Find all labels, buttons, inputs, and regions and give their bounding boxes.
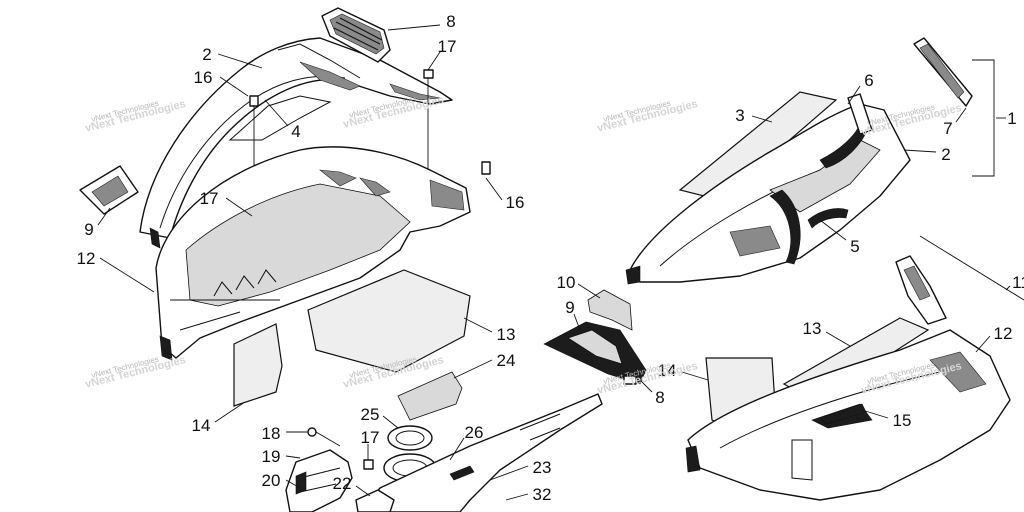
leader-c-16-left — [219, 76, 249, 97]
leader-c-16-right — [485, 177, 503, 201]
callout-c-9-left: 9 — [84, 220, 93, 239]
part-25-ring — [387, 425, 433, 451]
leader-c-14-right — [681, 371, 709, 381]
callout-c-2-left: 2 — [202, 45, 211, 64]
leader-c-5 — [819, 219, 847, 241]
part-4-hood-bracket — [228, 95, 332, 141]
leader-c-17-top — [427, 51, 441, 71]
leader-lines — [97, 24, 1011, 501]
part-7-top-vent — [913, 37, 973, 107]
callout-c-5: 5 — [850, 237, 859, 256]
part-2-hood-right — [625, 103, 911, 285]
leader-c-8-top — [387, 24, 441, 31]
callout-c-6: 6 — [864, 71, 873, 90]
callout-c-32: 32 — [533, 485, 552, 504]
leader-c-14-left — [214, 401, 246, 423]
leader-c-2-left — [217, 53, 263, 69]
callout-c-14-right: 14 — [658, 361, 677, 380]
callout-c-12-left: 12 — [77, 249, 96, 268]
leader-c-2-right — [903, 149, 937, 153]
leader-c-4 — [264, 99, 289, 127]
callout-c-7: 7 — [943, 119, 952, 138]
callout-c-10: 10 — [557, 273, 576, 292]
leader-c-6 — [847, 85, 861, 105]
leader-c-15 — [861, 409, 889, 419]
leader-c-11 — [1005, 285, 1011, 291]
leader-c-12-left — [99, 257, 155, 293]
callout-c-11: 11 — [1012, 273, 1024, 292]
part-2-upper-hood-left — [139, 37, 453, 249]
leader-c-20 — [285, 479, 301, 489]
leader-c-9-right — [573, 313, 581, 331]
leader-c-13-left — [463, 317, 493, 333]
part-23-dash-panel — [359, 393, 603, 512]
assembly-1-bracket — [972, 59, 995, 177]
part-24-gasket — [397, 371, 463, 421]
callout-c-1: 1 — [1007, 109, 1016, 128]
part-16-screw-right — [481, 161, 491, 175]
part-9-small-vent-left — [79, 165, 139, 215]
leader-c-23 — [489, 465, 529, 481]
leader-c-24 — [453, 359, 493, 379]
leader-c-7 — [955, 107, 967, 123]
part-8-screw-right — [623, 375, 637, 385]
callout-c-24: 24 — [497, 351, 516, 370]
callout-c-9-right: 9 — [565, 298, 574, 317]
leader-c-13-right — [825, 331, 851, 347]
callout-c-20: 20 — [262, 471, 281, 490]
callout-c-2-right: 2 — [941, 145, 950, 164]
part-19-20-bracket — [285, 449, 353, 512]
callout-c-16-right: 16 — [506, 193, 525, 212]
part-12-lower-bezel-left — [155, 146, 471, 361]
leader-c-22 — [355, 485, 371, 497]
part-14-foam-pad-left — [233, 323, 283, 407]
part-10-clip — [587, 289, 633, 331]
leader-c-9-left — [97, 207, 111, 226]
part-6-bracket — [847, 93, 873, 135]
callout-c-23: 23 — [533, 458, 552, 477]
callout-c-14-left: 14 — [192, 416, 211, 435]
part-13-foam-panel-left — [307, 269, 471, 373]
callout-c-22: 22 — [333, 474, 352, 493]
callout-c-18: 18 — [262, 424, 281, 443]
callout-c-25: 25 — [361, 405, 380, 424]
part-22-clamp — [355, 489, 395, 512]
leader-c-17-mid — [225, 197, 253, 217]
leader-c-3 — [751, 115, 773, 123]
leader-c-10 — [577, 283, 601, 299]
leader-c-19 — [285, 455, 301, 459]
leader-c-12-right — [975, 335, 991, 353]
callout-c-19: 19 — [262, 447, 281, 466]
part-15-decal — [819, 403, 867, 425]
callout-c-17-mid: 17 — [200, 189, 219, 208]
part-8-vent-grille-top — [321, 7, 391, 63]
part-9-vent-insert-right — [543, 321, 647, 385]
callout-c-13-left: 13 — [497, 325, 516, 344]
part-18-bolt — [307, 427, 341, 447]
callout-c-26: 26 — [465, 423, 484, 442]
callout-c-17-low: 17 — [361, 428, 380, 447]
callout-c-3: 3 — [735, 106, 744, 125]
callout-c-13-right: 13 — [803, 319, 822, 338]
part-11-side-vents — [895, 235, 1024, 325]
part-17-nut-low — [363, 459, 374, 470]
callout-c-15: 15 — [893, 411, 912, 430]
leader-c-32 — [505, 493, 529, 501]
callout-c-8-right: 8 — [655, 388, 664, 407]
leader-c-26 — [449, 437, 465, 461]
callout-c-16-left: 16 — [194, 68, 213, 87]
callout-c-8-top: 8 — [446, 12, 455, 31]
leader-c-8-right — [639, 379, 653, 393]
callout-c-12-right: 12 — [994, 324, 1013, 343]
leader-c-25 — [382, 415, 399, 429]
callout-c-17-top: 17 — [438, 37, 457, 56]
callout-c-4: 4 — [291, 122, 300, 141]
